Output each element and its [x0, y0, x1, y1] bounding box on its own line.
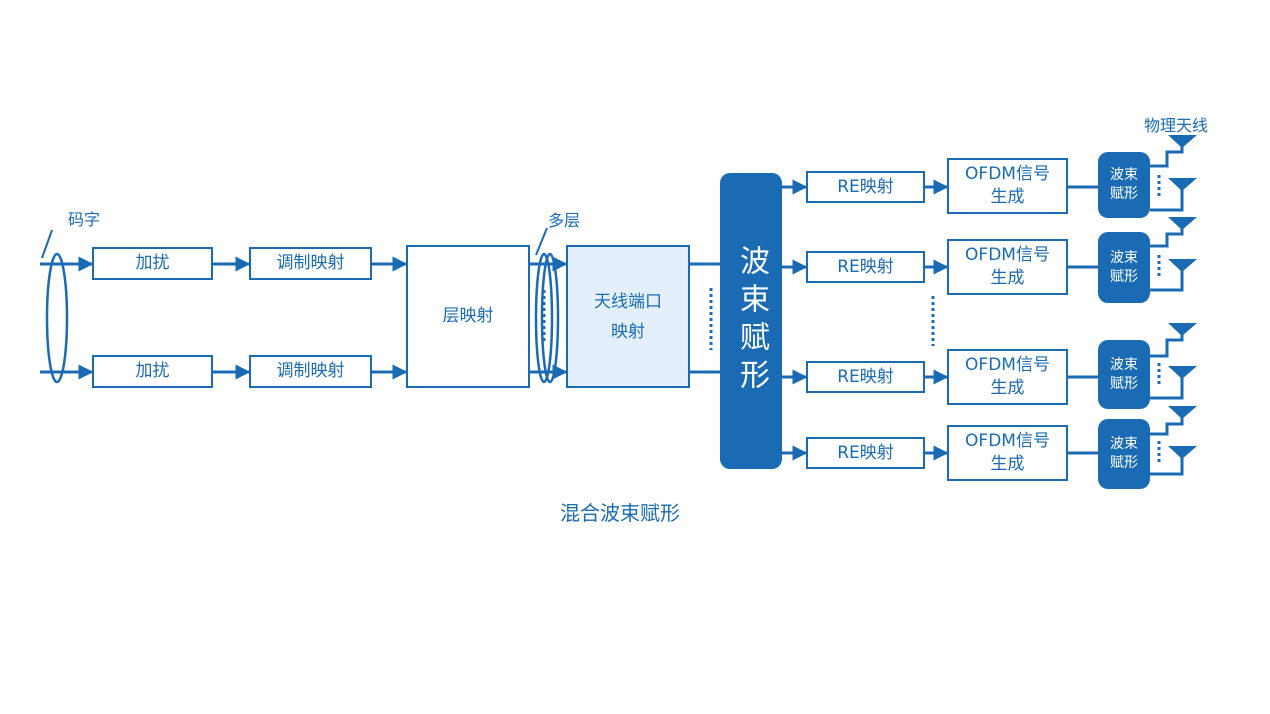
beamforming-main-block: 波束赋形 [720, 173, 782, 469]
modulation-mapping-block-1: 调制映射 [249, 247, 372, 280]
antenna-icon [1168, 406, 1197, 419]
beamforming-small-block-3: 波束 赋形 [1098, 340, 1150, 409]
antenna-group-3 [1150, 332, 1184, 400]
multilayer-tick [535, 227, 548, 256]
codeword-bundle-ellipse [45, 252, 69, 384]
codeword-label: 码字 [68, 210, 101, 229]
diagram-caption: 混合波束赋形 [560, 501, 680, 525]
re-mapping-block-1: RE映射 [806, 171, 925, 203]
ofdm-generation-block-2: OFDM信号 生成 [947, 239, 1068, 295]
multilayer-label: 多层 [548, 211, 581, 230]
re-mapping-block-2: RE映射 [806, 251, 925, 283]
re-mapping-block-4: RE映射 [806, 437, 925, 469]
antenna-group-2 [1150, 226, 1184, 292]
ofdm-generation-block-4: OFDM信号 生成 [947, 425, 1068, 481]
antenna-group-4 [1150, 416, 1184, 476]
scrambling-block-2: 加扰 [92, 355, 213, 388]
multilayer-bundle-ellipse-2 [540, 252, 560, 384]
re-mapping-block-3: RE映射 [806, 361, 925, 393]
codeword-tick [41, 229, 53, 259]
layer-mapping-block: 层映射 [406, 245, 530, 388]
antenna-port-mapping-block: 天线端口 映射 [566, 245, 690, 388]
antenna-icon [1168, 323, 1197, 336]
antenna-icon [1168, 217, 1197, 230]
antenna-group-1 [1150, 144, 1184, 212]
physical-antenna-label: 物理天线 [1144, 116, 1209, 135]
beamforming-small-block-1: 波束 赋形 [1098, 152, 1150, 218]
beamforming-small-block-2: 波束 赋形 [1098, 232, 1150, 303]
modulation-mapping-block-2: 调制映射 [249, 355, 372, 388]
ofdm-generation-block-3: OFDM信号 生成 [947, 349, 1068, 405]
antenna-icon [1168, 178, 1197, 191]
multilayer-bundle-ellipse-1 [534, 252, 554, 384]
ofdm-generation-block-1: OFDM信号 生成 [947, 158, 1068, 214]
antenna-icon [1168, 259, 1197, 272]
beamforming-small-block-4: 波束 赋形 [1098, 419, 1150, 489]
antenna-icon [1168, 366, 1197, 379]
antenna-icon [1168, 446, 1197, 459]
antenna-icon [1168, 135, 1197, 148]
scrambling-block-1: 加扰 [92, 247, 213, 280]
